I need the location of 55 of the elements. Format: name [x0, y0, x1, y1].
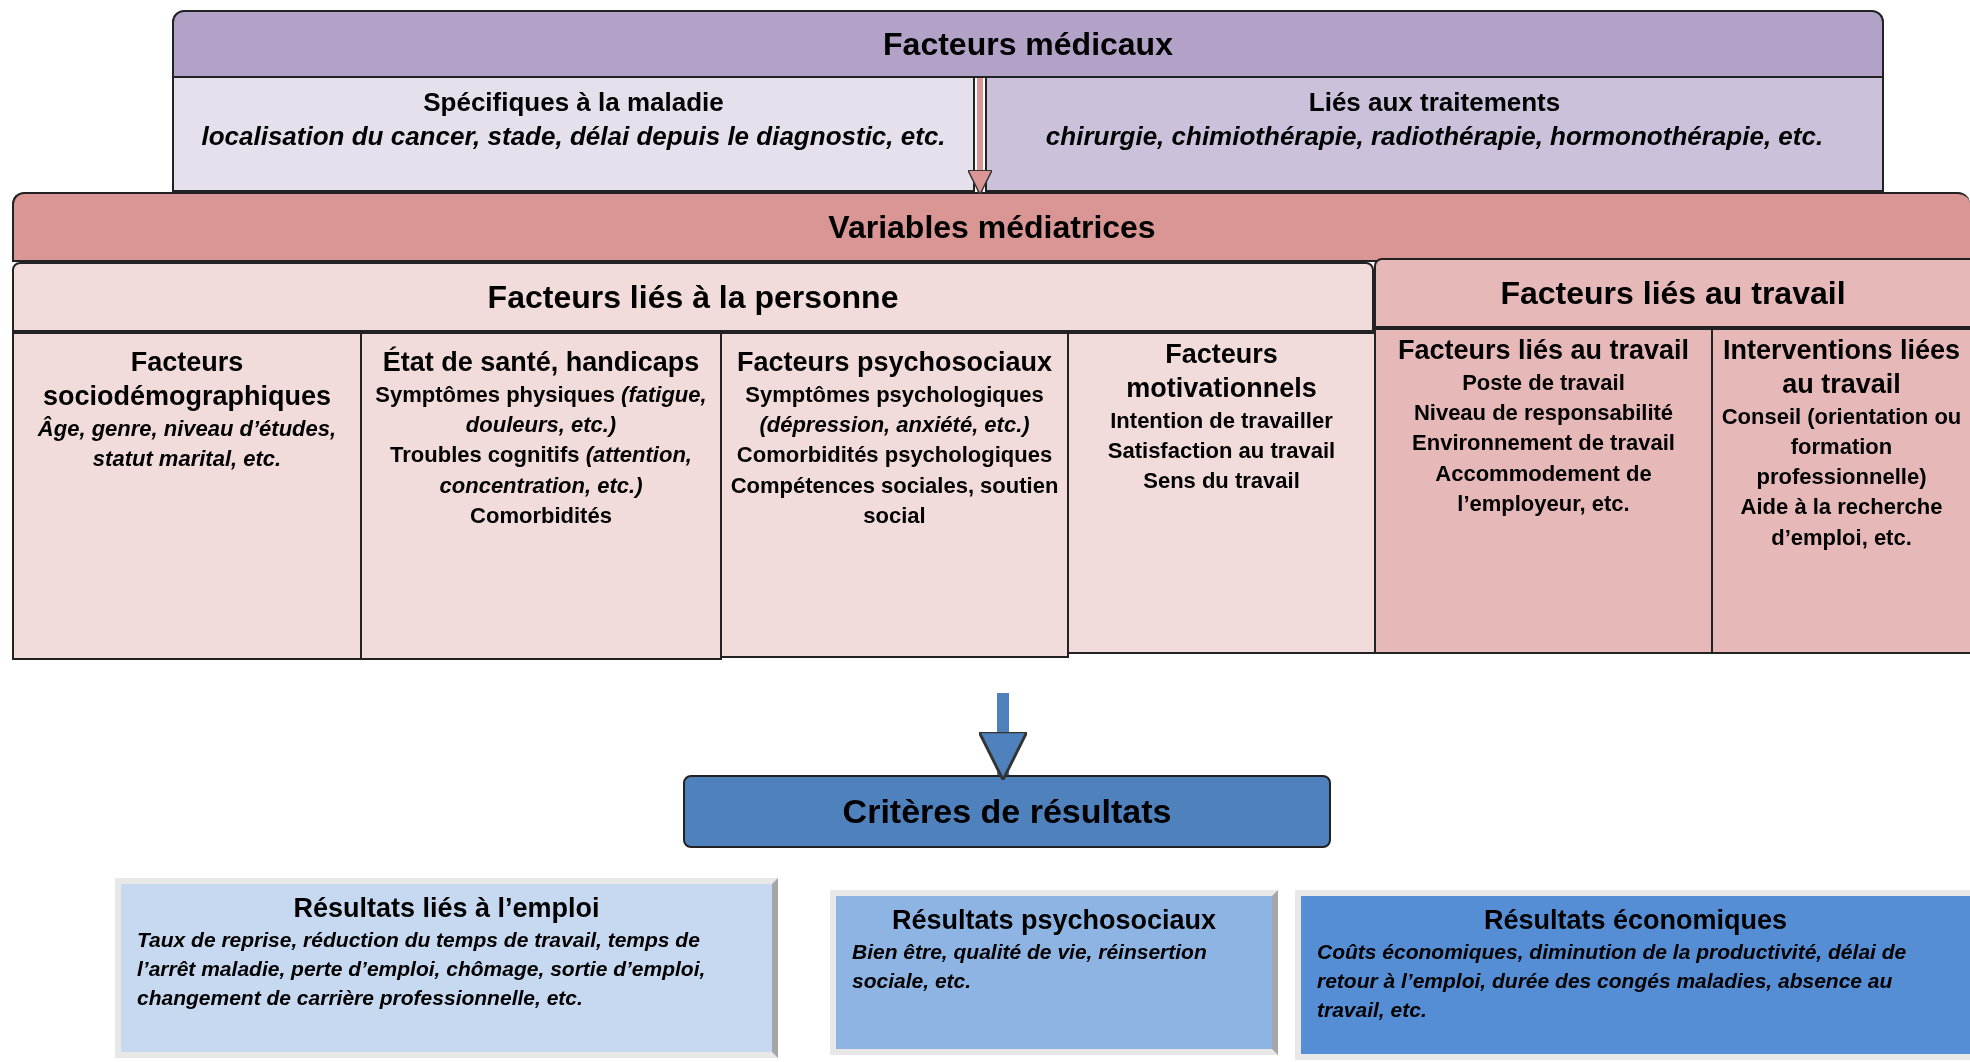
heading: Résultats économiques — [1482, 904, 1789, 937]
item-text: Taux de reprise, réduction du temps de travail, temps de l’arrêt maladie, perte d’emploi, chômage, sortie d’emploi, changement de carrière professionnelle, etc. — [137, 926, 707, 1011]
category-box — [172, 78, 975, 192]
item-text: Satisfaction au travail — [1107, 436, 1336, 465]
factor-column — [1374, 328, 1713, 654]
item-text: Âge, genre, niveau d’études, statut marital, etc. — [36, 414, 338, 473]
heading: Critères de résultats — [842, 791, 1172, 833]
item-text: chirurgie, chimiothérapie, radiothérapie, hormonothérapie, etc. — [1045, 119, 1824, 153]
arrow — [977, 693, 1029, 782]
item-text: Intention de travailler — [1110, 406, 1333, 435]
header-band — [12, 262, 1374, 332]
factor-column — [1067, 332, 1376, 654]
item-text: Symptômes psychologiques (dépression, anxiété, etc.) — [744, 380, 1045, 439]
item-text: Bien être, qualité de vie, réinsertion sociale, etc. — [852, 938, 1208, 994]
heading: Spécifiques à la maladie — [423, 86, 724, 119]
heading: Facteurs psychosociaux — [736, 346, 1053, 379]
header-band — [172, 10, 1884, 78]
arrow — [967, 78, 993, 196]
item-text: Symptômes physiques (fatigue, douleurs, etc.) — [374, 380, 708, 439]
item-text: Sens du travail — [1143, 467, 1300, 495]
item-text: Comorbidités — [470, 501, 612, 530]
heading: Facteurs motivationnels — [1125, 338, 1318, 405]
heading: Facteurs sociodémographiques — [41, 346, 333, 413]
heading: Facteurs liés au travail — [1500, 274, 1846, 313]
item-text: Compétences sociales, soutien social — [730, 471, 1059, 530]
result-box — [830, 890, 1278, 1055]
header-band — [1374, 258, 1970, 328]
heading: Facteurs médicaux — [883, 25, 1173, 64]
heading: Interventions liées au travail — [1721, 334, 1962, 401]
header-band — [12, 192, 1970, 262]
item-text: Comorbidités psychologiques — [736, 441, 1053, 470]
heading: Facteurs liés à la personne — [487, 278, 899, 317]
item-text: Poste de travail — [1462, 368, 1625, 397]
item-text: Accommodement de l’employeur, etc. — [1434, 459, 1653, 518]
item-text: Aide à la recherche d’emploi, etc. — [1739, 493, 1944, 552]
factor-column — [12, 332, 362, 660]
item-text: localisation du cancer, stade, délai depuis le diagnostic, etc. — [201, 119, 946, 153]
factor-column — [360, 332, 722, 660]
heading: Résultats liés à l’emploi — [292, 892, 601, 925]
heading: Liés aux traitements — [1308, 86, 1561, 119]
item-text: Environnement de travail — [1412, 429, 1675, 458]
item-text: Troubles cognitifs (attention, concentration, etc.) — [389, 441, 693, 500]
result-box — [1295, 890, 1970, 1060]
header-box — [683, 775, 1331, 848]
item-text: Coûts économiques, diminution de la productivité, délai de retour à l’emploi, durée des congés maladies, absence au travail, etc. — [1317, 938, 1908, 1023]
factor-column — [720, 332, 1069, 658]
factor-column — [1711, 328, 1970, 654]
item-text: Niveau de responsabilité — [1413, 399, 1674, 427]
result-box — [115, 878, 778, 1058]
heading: Variables médiatrices — [828, 208, 1156, 247]
heading: Résultats psychosociaux — [890, 904, 1218, 937]
heading: État de santé, handicaps — [382, 346, 700, 379]
category-box — [985, 78, 1884, 192]
item-text: Conseil (orientation ou formation professionnelle) — [1720, 402, 1963, 491]
heading: Facteurs liés au travail — [1397, 334, 1690, 367]
